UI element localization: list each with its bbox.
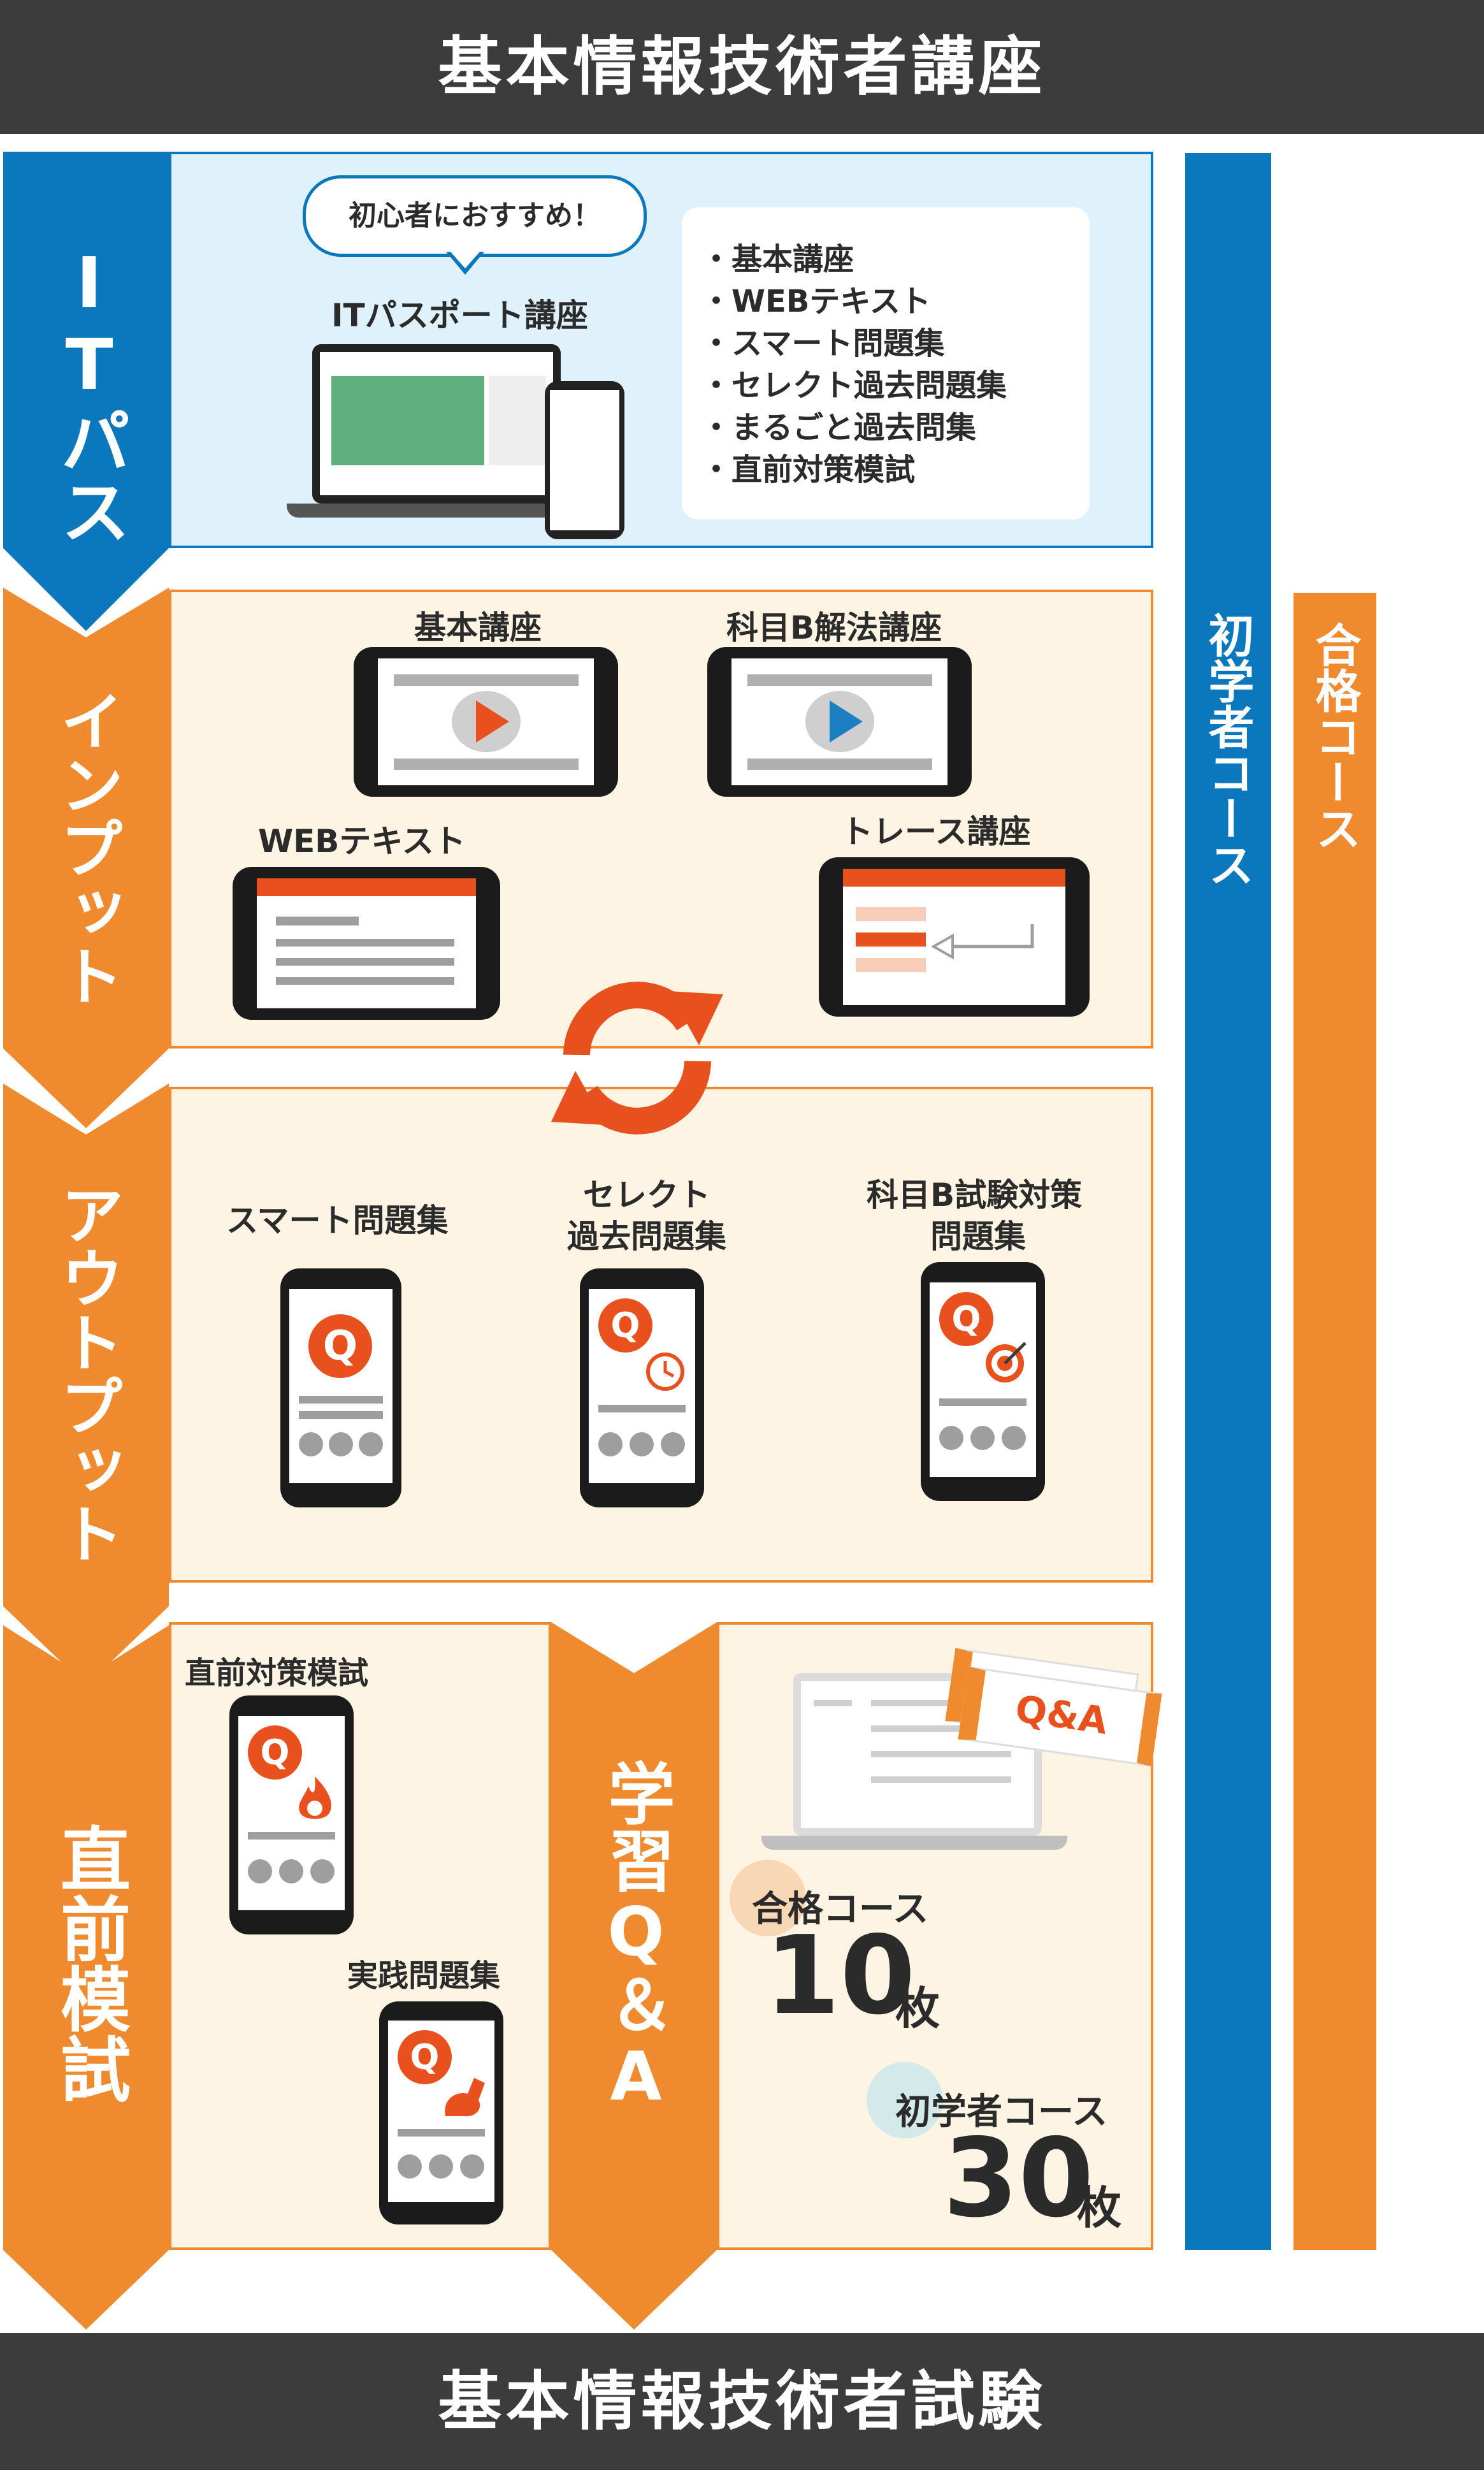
arrow-left-icon	[930, 924, 1034, 960]
select-quiz-device: Q	[580, 1268, 704, 1507]
qa-laptop-base	[761, 1836, 1067, 1850]
pass-course-bar-label: 合格コース	[1308, 621, 1361, 851]
beginner-course-bar: 初学者コース	[1185, 153, 1271, 2250]
badge-tail	[446, 252, 484, 275]
beginner-count: 30	[943, 2115, 1094, 2242]
input-basic-label: 基本講座	[414, 609, 542, 646]
step-qa-label: 学習Q＆A	[597, 1759, 675, 2115]
footer-bar: 基本情報技術者試験	[0, 2333, 1484, 2470]
step-qa-arrow	[551, 1622, 717, 2330]
webtext-device	[233, 867, 500, 1020]
step-mock-label: 直前模試	[48, 1823, 130, 2103]
muscle-icon	[445, 2078, 485, 2117]
refresh-cycle-icon	[551, 982, 723, 1135]
q-bubble-icon: Q	[939, 1292, 993, 1346]
target-icon	[986, 1342, 1027, 1382]
beginner-circle	[867, 2062, 943, 2138]
smart-quiz-device: Q	[280, 1268, 401, 1507]
output-subjectb-label-2: 問題集	[930, 1218, 1026, 1255]
input-subjectb-label: 科目B解法講座	[726, 609, 942, 646]
input-webtext-label: WEBテキスト	[258, 823, 466, 860]
step-arrows	[3, 152, 169, 2330]
laptop-base	[287, 504, 586, 518]
q-bubble-icon: Q	[308, 1314, 372, 1378]
itpass-item-6: ・直前対策模試	[701, 452, 916, 488]
output-select-label-2: 過去問題集	[567, 1218, 726, 1255]
output-smart-label: スマート問題集	[226, 1202, 449, 1239]
output-select-label-1: セレクト	[583, 1177, 710, 1214]
itpass-course-name: ITパスポート講座	[331, 297, 588, 334]
itpass-item-2: ・WEBテキスト	[701, 284, 931, 319]
pass-course-bar: 合格コース	[1293, 593, 1376, 2250]
step-itpass-label: ITパス	[48, 242, 130, 546]
beginner-unit: 枚	[1077, 2182, 1121, 2234]
step-input-arrow	[3, 588, 169, 1128]
beginner-course-label: 初学者コース	[895, 2091, 1108, 2133]
fire-icon	[299, 1776, 331, 1819]
mock-test-device: Q	[229, 1695, 354, 1934]
pass-count: 10	[765, 1913, 916, 2039]
step-mock-arrow	[3, 1625, 169, 2330]
q-bubble-icon: Q	[398, 2030, 452, 2084]
q-bubble-icon: Q	[248, 1725, 302, 1780]
play-icon	[805, 691, 874, 752]
step-output-arrow	[3, 1084, 169, 1686]
practice-device: Q	[379, 2001, 503, 2224]
mock-test-label: 直前対策模試	[185, 1655, 369, 1691]
itpass-item-3: ・スマート問題集	[701, 326, 945, 361]
beginner-course-bar-label: 初学者コース	[1200, 612, 1254, 887]
header-title: 基本情報技術者講座	[438, 29, 1046, 104]
step-output-label: アウトプット	[49, 1182, 124, 1565]
clock-icon	[646, 1353, 684, 1391]
qa-ticket-label: Q&A	[1012, 1687, 1111, 1743]
itpass-items-card: ・基本講座 ・WEBテキスト ・スマート問題集 ・セレクト過去問題集 ・まるごと…	[682, 207, 1090, 519]
step-input-label: インプット	[49, 688, 124, 1007]
trace-device	[819, 857, 1090, 1017]
subjectb-quiz-device: Q	[921, 1262, 1045, 1501]
phone-mockup	[545, 381, 624, 539]
subjectb-lecture-device	[707, 647, 972, 797]
output-subjectb-label-1: 科目B試験対策	[867, 1177, 1083, 1214]
play-icon	[452, 691, 521, 752]
basic-lecture-device	[354, 647, 618, 797]
footer-title: 基本情報技術者試験	[438, 2364, 1046, 2439]
itpass-item-4: ・セレクト過去問題集	[701, 368, 1007, 403]
header-bar: 基本情報技術者講座	[0, 0, 1484, 134]
pass-course-label: 合格コース	[752, 1889, 929, 1930]
pass-circle	[730, 1860, 806, 1936]
input-trace-label: トレース講座	[841, 813, 1031, 850]
practice-label: 実践問題集	[347, 1958, 501, 1994]
laptop-mockup	[312, 344, 561, 504]
q-bubble-icon: Q	[598, 1298, 652, 1353]
pass-unit: 枚	[895, 1982, 940, 2035]
beginner-badge: 初心者におすすめ！	[303, 175, 647, 257]
itpass-item-5: ・まるごと過去問集	[701, 410, 977, 446]
itpass-item-1: ・基本講座	[701, 242, 854, 277]
step-itpass-arrow	[3, 152, 169, 631]
